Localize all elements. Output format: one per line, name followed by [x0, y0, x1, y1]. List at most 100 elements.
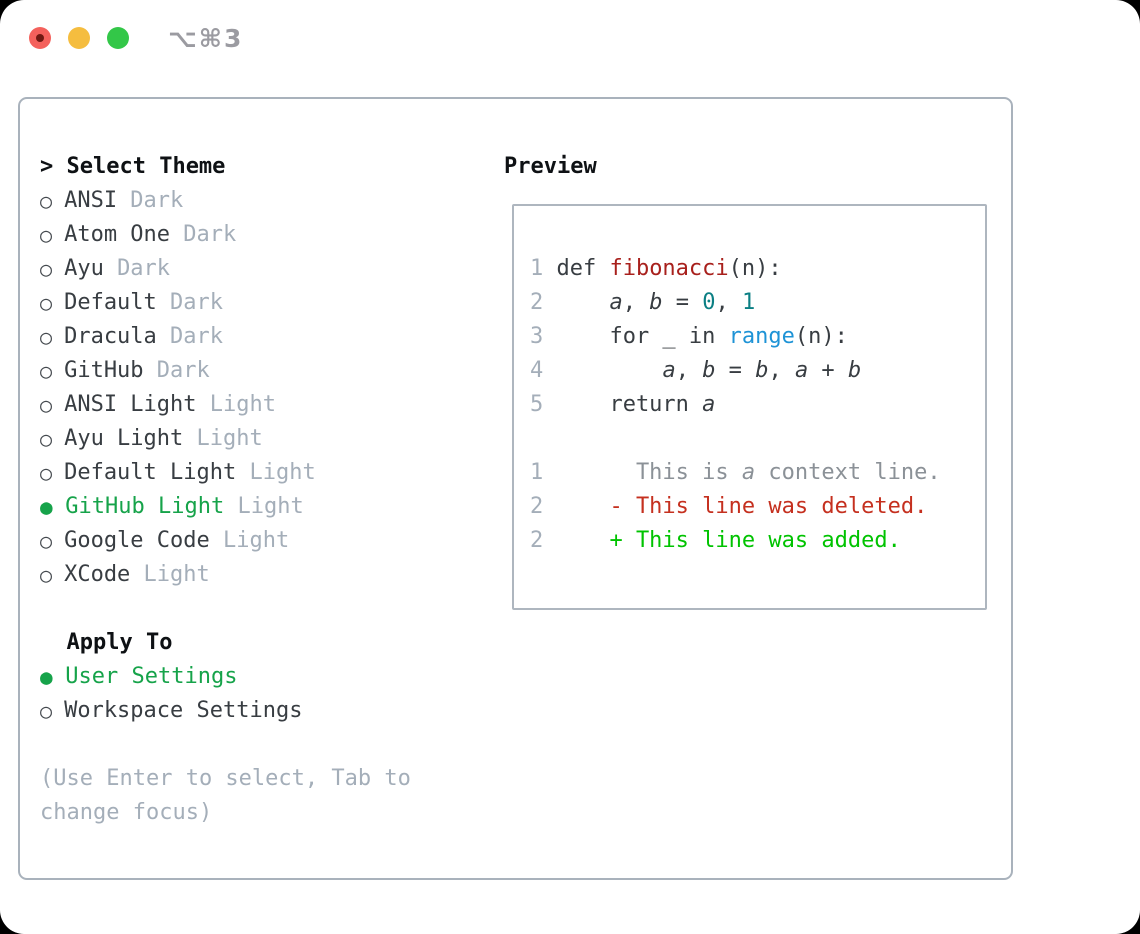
radio-icon: ○ [40, 529, 65, 553]
code-token: 0 [702, 290, 716, 315]
apply-to-header: Apply To [40, 626, 490, 660]
apply-to-option[interactable]: ● User Settings [40, 660, 490, 694]
zoom-button[interactable] [107, 27, 129, 49]
code-token: return [556, 392, 703, 417]
apply-to-option[interactable]: ○ Workspace Settings [40, 694, 490, 728]
theme-variant-tag: Light [209, 392, 276, 417]
code-token: b [755, 358, 769, 383]
code-token: This is [556, 460, 742, 485]
preview-line: 2 + This line was added. [530, 524, 985, 558]
radio-icon: ○ [40, 223, 65, 247]
radio-selected-icon: ● [40, 665, 66, 689]
code-token: a [794, 358, 809, 383]
code-token: , [715, 290, 742, 315]
window-title: ⌥⌘3 [168, 24, 244, 53]
radio-icon: ○ [40, 427, 65, 451]
radio-icon: ○ [40, 699, 65, 723]
radio-icon: ○ [40, 393, 65, 417]
code-token [556, 290, 609, 315]
line-number: 1 [530, 256, 544, 281]
radio-icon: ○ [40, 257, 65, 281]
apply-to-options-list: ● User Settings○ Workspace Settings [40, 660, 490, 728]
theme-name: Default [64, 290, 157, 315]
preview-line: 4 a, b = b, a + b [530, 354, 985, 388]
minimize-button[interactable] [68, 27, 90, 49]
theme-name: Dracula [64, 324, 157, 349]
code-token: (n): [794, 324, 848, 349]
preview-line: 1 This is a context line. [530, 456, 985, 490]
theme-name: ANSI [64, 188, 118, 213]
code-token: b [702, 358, 716, 383]
theme-variant-tag: Dark [117, 256, 171, 281]
code-token: a [662, 358, 676, 383]
theme-name: Ayu [64, 256, 104, 281]
code-token: , [622, 290, 650, 315]
theme-option[interactable]: ○ Ayu Dark [40, 252, 490, 286]
line-number: 2 [530, 290, 544, 315]
spacer [40, 592, 490, 626]
titlebar: ⌥⌘3 [0, 0, 1140, 97]
radio-icon: ○ [40, 325, 65, 349]
radio-icon: ○ [40, 189, 65, 213]
theme-option[interactable]: ○ Dracula Dark [40, 320, 490, 354]
code-token: = [715, 358, 756, 383]
code-token [556, 358, 662, 383]
code-token: a [609, 290, 623, 315]
theme-option[interactable]: ○ Default Dark [40, 286, 490, 320]
theme-variant-tag: Light [223, 528, 290, 553]
code-token: context line. [755, 460, 941, 485]
apply-to-label: User Settings [65, 664, 238, 689]
theme-option[interactable]: ○ Atom One Dark [40, 218, 490, 252]
preview-line [530, 422, 985, 456]
close-button[interactable] [29, 27, 51, 49]
apply-to-label: Workspace Settings [64, 698, 303, 723]
radio-icon: ○ [40, 359, 65, 383]
preview-line: 5 return a [530, 388, 985, 422]
theme-name: ANSI Light [64, 392, 197, 417]
theme-option[interactable]: ○ ANSI Light Light [40, 388, 490, 422]
radio-icon: ○ [40, 291, 65, 315]
theme-variant-tag: Dark [170, 290, 224, 315]
theme-name: Atom One [64, 222, 171, 247]
apply-to-title: Apply To [66, 630, 173, 655]
theme-name: GitHub [64, 358, 144, 383]
theme-variant-tag: Dark [183, 222, 237, 247]
theme-variant-tag: Dark [156, 358, 210, 383]
code-token: 1 [741, 290, 756, 315]
theme-name: Default Light [64, 460, 237, 485]
select-theme-header: > Select Theme [40, 150, 490, 184]
theme-option[interactable]: ○ ANSI Dark [40, 184, 490, 218]
apply-to-indent [40, 626, 66, 660]
theme-option[interactable]: ○ Google Code Light [40, 524, 490, 558]
theme-variant-tag: Light [249, 460, 316, 485]
keyboard-hint: (Use Enter to select, Tab to change focu… [40, 766, 411, 825]
theme-variant-tag: Dark [130, 188, 184, 213]
code-token: for _ in [556, 324, 729, 349]
preview-line: 3 for _ in range(n): [530, 320, 985, 354]
line-number: 2 [530, 494, 544, 519]
radio-selected-icon: ● [40, 495, 66, 519]
code-token: range [728, 324, 795, 349]
code-token: + [808, 358, 848, 383]
theme-variant-tag: Dark [170, 324, 224, 349]
theme-name: GitHub Light [65, 494, 225, 519]
preview-title: Preview [504, 154, 597, 179]
code-token: (n): [728, 256, 782, 281]
code-token: a [741, 460, 756, 485]
line-number: 4 [530, 358, 544, 383]
line-number: 2 [530, 528, 544, 553]
caret-icon: > [40, 154, 67, 179]
theme-option[interactable]: ○ GitHub Dark [40, 354, 490, 388]
theme-name: Google Code [64, 528, 210, 553]
code-token: def [556, 256, 610, 281]
preview-line: 2 - This line was deleted. [530, 490, 985, 524]
